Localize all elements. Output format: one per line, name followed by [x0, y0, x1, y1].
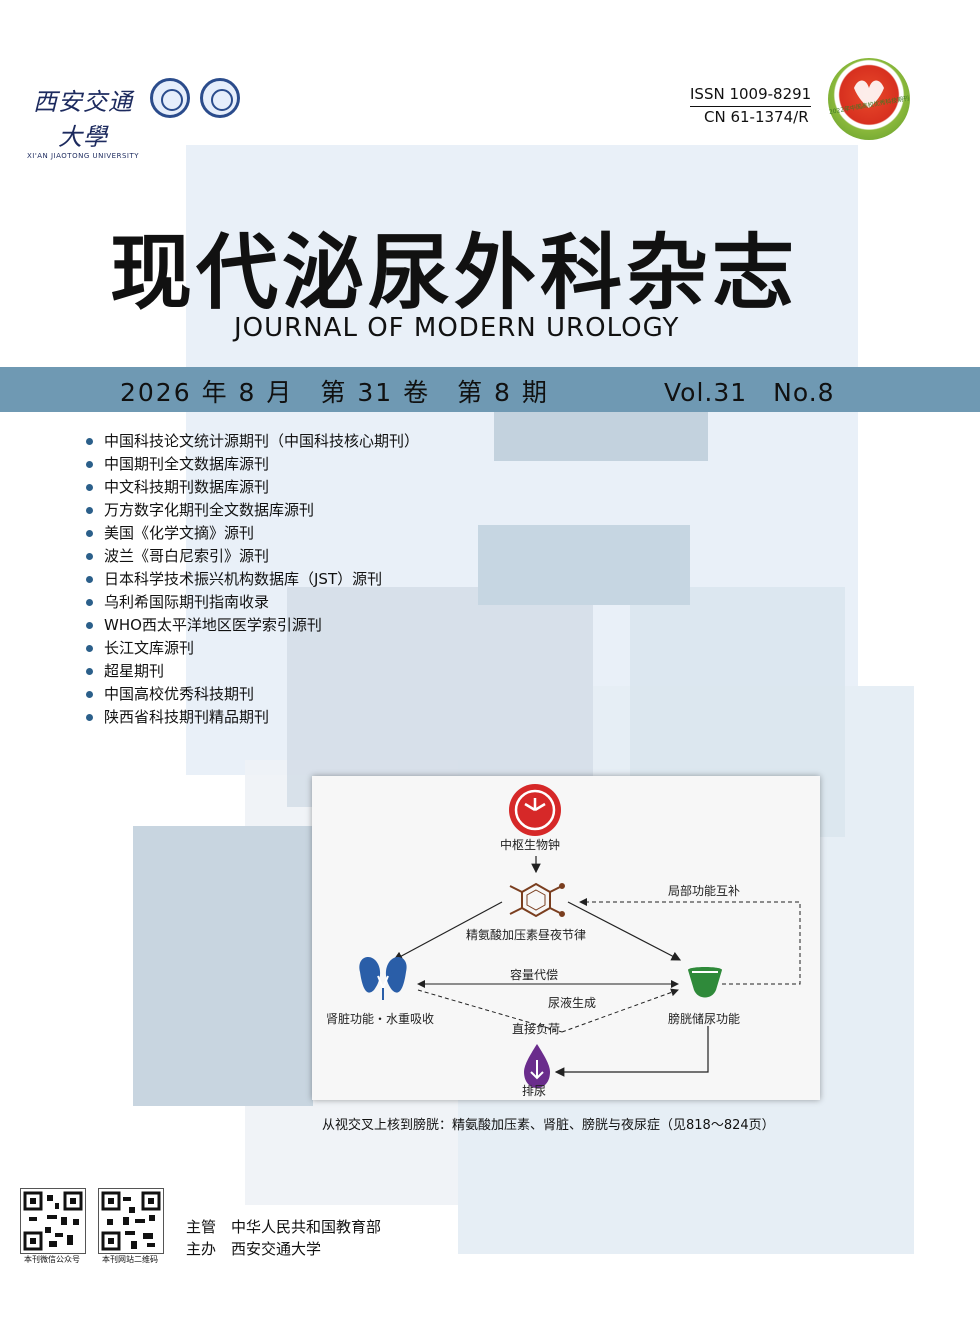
list-item: 波兰《哥白尼索引》源刊: [86, 545, 419, 568]
diagram-label-kidney: 肾脏功能・水重吸收: [326, 1012, 435, 1026]
list-item: 乌利希国际期刊指南收录: [86, 591, 419, 614]
university-emblem-icon: [200, 78, 240, 118]
university-name-en: XI'AN JIAOTONG UNIVERSITY: [26, 152, 140, 160]
cover-caption: 从视交叉上核到膀胱：精氨酸加压素、肾脏、膀胱与夜尿症（见818～824页）: [322, 1118, 775, 1133]
list-item: 中文科技期刊数据库源刊: [86, 476, 419, 499]
molecule-icon: [509, 882, 565, 918]
list-item: 中国科技论文统计源期刊（中国科技核心期刊）: [86, 430, 419, 453]
diagram-label-bladder: 膀胱储尿功能: [668, 1012, 741, 1026]
sponsor-line: 主办 西安交通大学: [186, 1240, 322, 1258]
diagram-label-urine-gen: 尿液生成: [548, 996, 597, 1010]
website-qr-code-icon: [98, 1188, 164, 1254]
diagram-label-hormone: 精氨酸加压素昼夜节律: [466, 928, 587, 942]
clock-icon: [509, 784, 561, 836]
background-panel: [478, 525, 690, 605]
university-logo: 西安交通大學 XI'AN JIAOTONG UNIVERSITY: [22, 82, 144, 160]
diagram-graphics: [359, 784, 801, 1088]
wechat-qr-code-icon: [20, 1188, 86, 1254]
university-seal-icon: [150, 78, 190, 118]
list-item: WHO西太平洋地区医学索引源刊: [86, 614, 419, 637]
issue-vol-no: Vol.31 No.8: [664, 378, 835, 407]
supervisor-line: 主管 中华人民共和国教育部: [186, 1218, 382, 1236]
university-name-cn: 西安交通大學: [33, 88, 133, 151]
award-badge-icon: [828, 58, 910, 140]
diagram-label-capacity: 容量代偿: [510, 968, 559, 982]
bladder-icon: [688, 967, 722, 998]
diagram-label-direct-load: 直接负荷: [512, 1022, 561, 1036]
kidney-icon: [359, 957, 407, 1000]
diagram-label-void: 排尿: [522, 1084, 547, 1098]
index-list: 中国科技论文统计源期刊（中国科技核心期刊） 中国期刊全文数据库源刊 中文科技期刊…: [86, 430, 419, 729]
list-item: 万方数字化期刊全文数据库源刊: [86, 499, 419, 522]
journal-title-en: JOURNAL OF MODERN UROLOGY: [234, 313, 680, 343]
journal-title-cn: 现代泌尿外科杂志: [110, 226, 799, 321]
background-panel: [494, 412, 708, 461]
qr-caption-wechat: 本刊微信公众号: [24, 1255, 80, 1264]
issn-number: ISSN 1009-8291: [690, 84, 812, 107]
list-item: 陕西省科技期刊精品期刊: [86, 706, 419, 729]
diagram-label-clock: 中枢生物钟: [500, 838, 561, 852]
list-item: 超星期刊: [86, 660, 419, 683]
qr-caption-website: 本刊网站二维码: [102, 1255, 158, 1264]
list-item: 中国期刊全文数据库源刊: [86, 453, 419, 476]
diagram-label-local-comp: 局部功能互补: [668, 884, 741, 898]
issue-band: [0, 367, 980, 412]
list-item: 中国高校优秀科技期刊: [86, 683, 419, 706]
cn-number: CN 61-1374/R: [704, 108, 809, 126]
list-item: 美国《化学文摘》源刊: [86, 522, 419, 545]
list-item: 长江文库源刊: [86, 637, 419, 660]
urination-drop-icon: [524, 1044, 550, 1088]
publisher-info: 主管 中华人民共和国教育部 主办 西安交通大学: [186, 1216, 381, 1260]
cover-diagram: 中枢生物钟 精氨酸加压素昼夜节律 局部功能互补 容量代偿 尿液生成 直接负荷 肾…: [312, 776, 820, 1100]
list-item: 日本科学技术振兴机构数据库（JST）源刊: [86, 568, 419, 591]
issn-block: ISSN 1009-8291 CN 61-1374/R: [690, 84, 812, 127]
issue-date-volume: 2026 年 8 月 第 31 卷 第 8 期: [120, 378, 549, 407]
background-panel: [133, 826, 313, 1106]
background-panel: [287, 587, 593, 807]
